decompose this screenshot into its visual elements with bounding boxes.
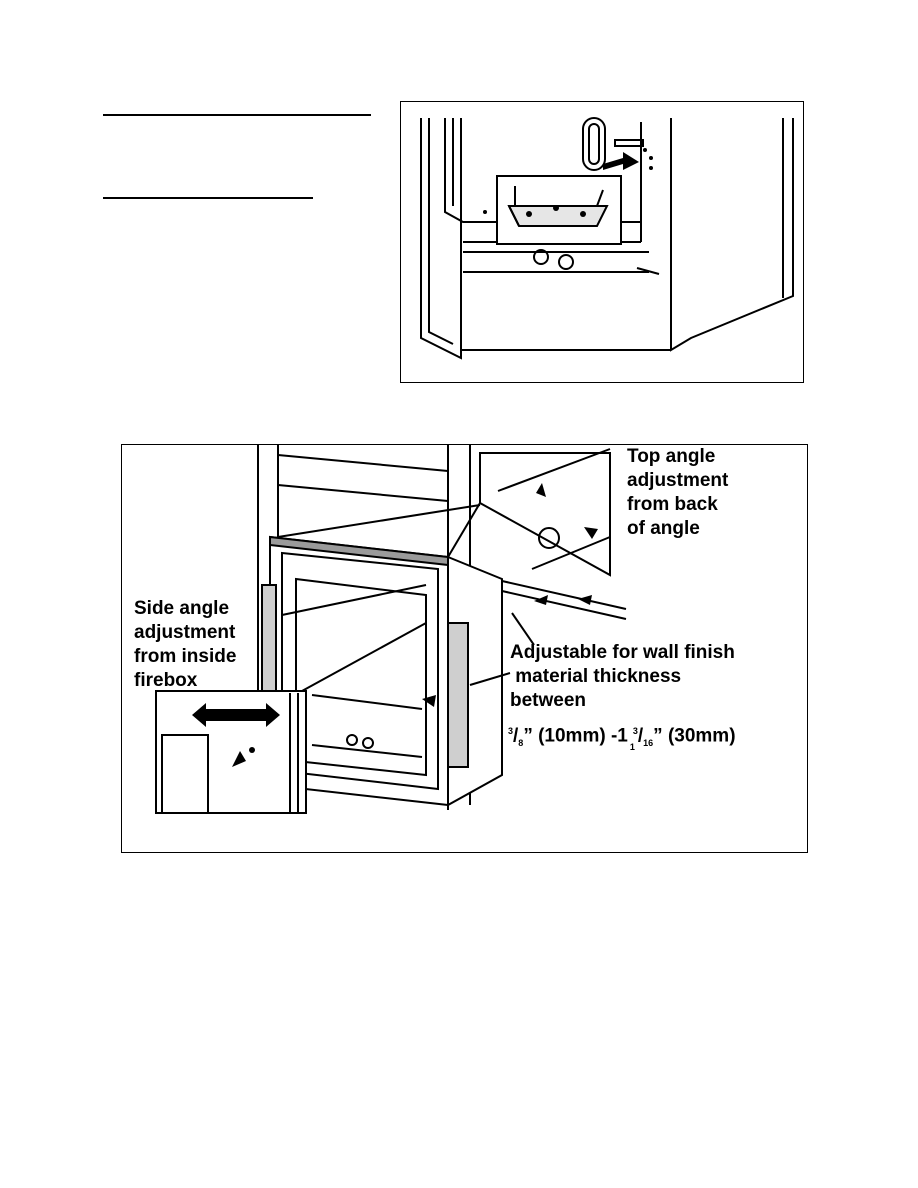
wall-finish-line-1: Adjustable for wall finish: [510, 642, 735, 663]
header-rule-top: [103, 114, 371, 116]
max-numerator: 3: [632, 726, 638, 736]
figure-bracket-installation: [400, 101, 804, 383]
insert-arrow-icon: [603, 152, 639, 170]
figure-angle-adjustment: Top angle adjustment from back of angle …: [121, 444, 808, 853]
max-value-text: ” (30mm): [653, 725, 736, 747]
top-angle-line-1: Top angle: [627, 446, 716, 467]
header-rule-bottom: [103, 197, 313, 199]
wall-arrow-icon: [422, 695, 436, 707]
top-angle-line-4: of angle: [627, 518, 700, 539]
min-denominator: 8: [518, 738, 524, 749]
wall-finish-line-3: between: [510, 690, 587, 711]
max-whole-sub: 1: [629, 742, 635, 753]
side-angle-line-4: firebox: [134, 670, 198, 691]
dimension-range-label: 3/8” (10mm) -113/16” (30mm): [508, 725, 736, 753]
side-angle-line-1: Side angle: [134, 598, 230, 619]
wall-finish-label: Adjustable for wall finish material thic…: [510, 641, 735, 713]
wall-finish-line-2: material thickness: [510, 666, 682, 687]
side-angle-line-3: from inside: [134, 646, 237, 667]
double-arrow-icon: [192, 703, 280, 727]
dimension-arrow-icon-2: [578, 595, 592, 605]
side-angle-label: Side angle adjustment from inside firebo…: [134, 597, 236, 693]
min-value-text: ” (10mm) -1: [523, 725, 628, 747]
arrow-head-down-right-icon: [584, 527, 598, 539]
max-denominator: 16: [643, 738, 654, 749]
min-numerator: 3: [508, 726, 514, 736]
arrow-head-up-left-icon: [536, 483, 546, 497]
fireplace-opening-illustration: [420, 117, 794, 360]
dimension-arrow-icon: [534, 595, 548, 605]
top-angle-line-3: from back: [627, 494, 718, 515]
side-angle-line-2: adjustment: [134, 622, 236, 643]
push-arrow-icon: [232, 751, 246, 767]
top-angle-line-2: adjustment: [627, 470, 729, 491]
top-angle-label: Top angle adjustment from back of angle: [627, 445, 728, 541]
fireplace-adjustment-illustration: [155, 445, 627, 814]
